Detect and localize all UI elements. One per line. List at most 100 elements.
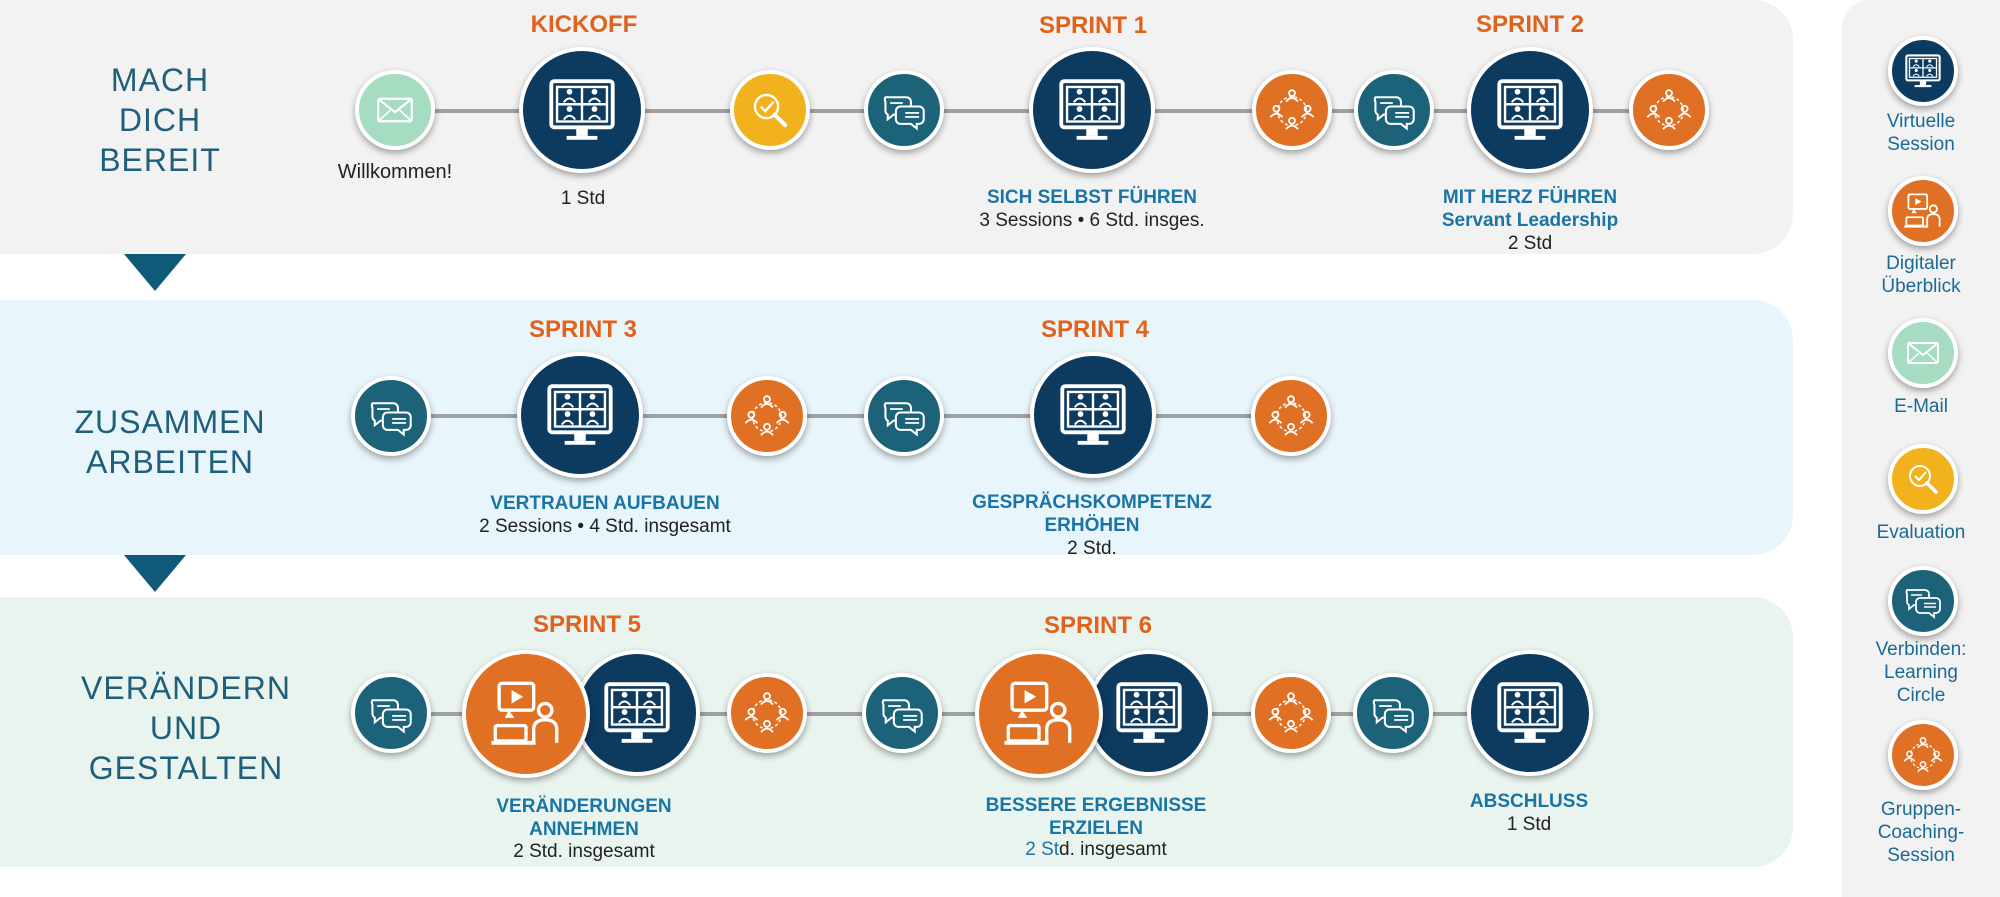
evaluation-icon: [741, 81, 799, 139]
phase-arrow-down-1: [124, 254, 186, 291]
group-coaching-node-5[interactable]: [727, 673, 807, 753]
learning-circle-icon: [873, 684, 931, 742]
digital-overview-icon: [991, 666, 1087, 762]
sprint6-title: BESSERE ERGEBNISSE ERZIELEN: [985, 795, 1207, 839]
legend-virtual-session-swatch: [1888, 36, 1958, 106]
group-coaching-icon: [737, 386, 797, 446]
sprint5-title: VERÄNDERUNGEN ANNEHMEN: [496, 796, 672, 840]
sprint2-duration: 2 Std: [1507, 233, 1553, 254]
virtual-session-icon: [1897, 45, 1949, 97]
virtual-session-icon: [534, 62, 630, 158]
legend-digital-overview-swatch: [1888, 176, 1958, 246]
virtual-session-icon: [1044, 62, 1140, 158]
sprint2-label: SPRINT 2: [1475, 11, 1585, 38]
sprint2-title: MIT HERZ FÜHREN: [1442, 187, 1618, 208]
sprint3-title: VERTRAUEN AUFBAUEN: [490, 493, 720, 514]
sprint4-title: GESPRÄCHSKOMPETENZ ERHÖHEN: [972, 492, 1212, 536]
sprint4-duration: 2 Std.: [1067, 538, 1117, 559]
sprint1-duration: 3 Sessions • 6 Std. insges.: [979, 210, 1205, 231]
digital-overview-icon: [478, 666, 574, 762]
closing-title: ABSCHLUSS: [1469, 791, 1589, 812]
sprint2-virtual-session-node[interactable]: [1467, 47, 1593, 173]
phase-arrow-down-2: [124, 555, 186, 592]
sprint5-virtual-session-node[interactable]: [574, 650, 700, 776]
learning-circle-node-6[interactable]: [862, 673, 942, 753]
learning-circle-node-2[interactable]: [1354, 70, 1434, 150]
email-node[interactable]: [355, 70, 435, 150]
learning-circle-icon: [875, 81, 933, 139]
virtual-session-icon: [1045, 367, 1141, 463]
virtual-session-icon: [589, 665, 685, 761]
sprint2-subtitle: Servant Leadership: [1441, 210, 1619, 231]
sprint1-label: SPRINT 1: [1038, 12, 1148, 39]
learning-circle-node-5[interactable]: [351, 673, 431, 753]
phase-label-prepare: MACH DICH BEREIT: [99, 62, 221, 178]
group-coaching-icon: [737, 683, 797, 743]
sprint4-label: SPRINT 4: [1040, 316, 1150, 343]
email-icon: [367, 82, 423, 138]
learning-circle-icon: [1898, 576, 1948, 626]
kickoff-virtual-session-node[interactable]: [519, 47, 645, 173]
learning-circle-node-3[interactable]: [351, 376, 431, 456]
group-coaching-icon: [1261, 683, 1321, 743]
legend-email-swatch: [1888, 318, 1958, 388]
group-coaching-icon: [1897, 729, 1949, 781]
virtual-session-icon: [1101, 665, 1197, 761]
sprint1-title: SICH SELBST FÜHREN: [986, 187, 1198, 208]
sprint4-virtual-session-node[interactable]: [1030, 352, 1156, 478]
sprint6-virtual-session-node[interactable]: [1086, 650, 1212, 776]
sprint6-duration: 2 Std. insgesamt: [1025, 838, 1167, 861]
legend-label-email: E-Mail: [1894, 396, 1948, 417]
sprint5-label: SPRINT 5: [532, 611, 642, 638]
sprint6-duration-number: 2 St: [1025, 839, 1060, 860]
legend-label-virtual-session: Virtuelle Session: [1886, 111, 1956, 155]
closing-duration: 1 Std: [1506, 814, 1552, 835]
digital-overview-icon: [1897, 185, 1949, 237]
welcome-label: Willkommen!: [337, 161, 453, 183]
learning-circle-node-4[interactable]: [864, 376, 944, 456]
learning-circle-node-1[interactable]: [864, 70, 944, 150]
sprint6-label: SPRINT 6: [1043, 612, 1153, 639]
sprint6-duration-rest: d. insgesamt: [1059, 839, 1167, 860]
legend-learning-circle-swatch: [1888, 566, 1958, 636]
sprint3-label: SPRINT 3: [528, 316, 638, 343]
learning-circle-icon: [1364, 684, 1422, 742]
phase-label-change: VERÄNDERN UND GESTALTEN: [81, 670, 291, 786]
legend-label-group-coaching: Gruppen- Coaching- Session: [1877, 799, 1965, 866]
legend-label-evaluation: Evaluation: [1876, 522, 1966, 543]
group-coaching-icon: [1261, 386, 1321, 446]
sprint6-digital-overview-node[interactable]: [975, 650, 1103, 778]
group-coaching-icon: [1262, 80, 1322, 140]
learning-circle-node-7[interactable]: [1353, 673, 1433, 753]
group-coaching-node-4[interactable]: [1251, 376, 1331, 456]
group-coaching-node-6[interactable]: [1251, 673, 1331, 753]
virtual-session-icon: [1482, 665, 1578, 761]
kickoff-label: KICKOFF: [530, 11, 638, 38]
learning-circle-icon: [362, 684, 420, 742]
group-coaching-node-3[interactable]: [727, 376, 807, 456]
legend-label-digital-overview: Digitaler Überblick: [1881, 253, 1961, 297]
learning-circle-icon: [875, 387, 933, 445]
sprint3-duration: 2 Sessions • 4 Std. insgesamt: [479, 516, 731, 537]
sprint5-digital-overview-node[interactable]: [462, 650, 590, 778]
evaluation-node[interactable]: [730, 70, 810, 150]
group-coaching-node-1[interactable]: [1252, 70, 1332, 150]
learning-circle-icon: [362, 387, 420, 445]
phase-label-collaborate: ZUSAMMEN ARBEITEN: [74, 404, 266, 480]
legend-evaluation-swatch: [1888, 444, 1958, 514]
group-coaching-icon: [1639, 80, 1699, 140]
legend-label-learning-circle: Verbinden: Learning Circle: [1875, 639, 1967, 706]
learning-circle-icon: [1365, 81, 1423, 139]
connector-line-row2: [392, 414, 1292, 418]
kickoff-duration: 1 Std: [560, 188, 606, 209]
group-coaching-node-2[interactable]: [1629, 70, 1709, 150]
legend-group-coaching-swatch: [1888, 720, 1958, 790]
sprint5-duration: 2 Std. insgesamt: [513, 841, 655, 862]
evaluation-icon: [1898, 454, 1948, 504]
email-icon: [1898, 328, 1948, 378]
virtual-session-icon: [532, 367, 628, 463]
virtual-session-icon: [1482, 62, 1578, 158]
sprint3-virtual-session-node[interactable]: [517, 352, 643, 478]
closing-virtual-session-node[interactable]: [1467, 650, 1593, 776]
sprint1-virtual-session-node[interactable]: [1029, 47, 1155, 173]
